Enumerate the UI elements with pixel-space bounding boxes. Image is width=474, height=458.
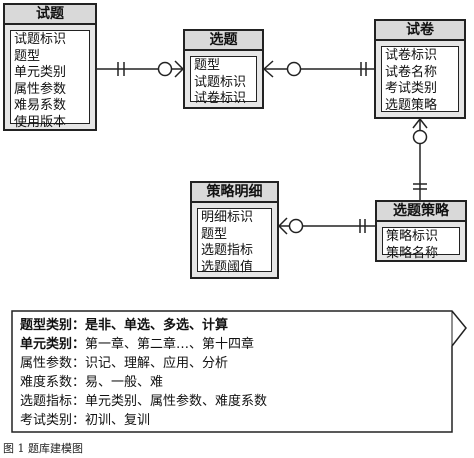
legend-value: 单元类别、属性参数、难度系数 <box>85 394 268 409</box>
attribute: 单元类别 <box>14 65 67 80</box>
attribute: 策略名称 <box>386 245 439 261</box>
attribute: 考试类别 <box>385 81 438 96</box>
legend-row: 题型类别：是非、单选、多选、计算 <box>20 316 267 335</box>
attribute: 属性参数 <box>14 81 67 97</box>
legend-value: 第一章、第二章…、第十四章 <box>85 337 255 352</box>
attribute: 选题策略 <box>385 97 438 113</box>
attribute: 选题指标 <box>201 243 254 258</box>
entity-shiti: 试题 试题标识 题型 单元类别 属性参数 难易系数 使用版本 <box>3 3 97 131</box>
entity-title: 选题策略 <box>375 200 467 222</box>
legend-key: 考试类别： <box>20 413 86 428</box>
legend-row: 选题指标：单元类别、属性参数、难度系数 <box>20 392 267 411</box>
legend-value: 识记、理解、应用、分析 <box>85 356 229 371</box>
legend-row: 属性参数：识记、理解、应用、分析 <box>20 354 267 373</box>
legend-row: 难度系数：易、一般、难 <box>20 373 267 392</box>
attribute-list: 明细标识 题型 选题指标 选题阈值 <box>197 208 272 275</box>
legend-value: 易、一般、难 <box>85 375 164 390</box>
attribute-list: 试卷标识 试卷名称 考试类别 选题策略 <box>381 46 459 113</box>
legend-value: 是非、单选、多选、计算 <box>85 318 229 333</box>
attribute-list: 策略标识 策略名称 <box>382 227 460 261</box>
attribute: 试题标识 <box>194 74 247 90</box>
legend-key: 难度系数： <box>20 375 86 390</box>
attribute: 明细标识 <box>201 210 254 225</box>
legend-key: 题型类别： <box>20 318 86 333</box>
attribute: 题型 <box>14 48 41 64</box>
entity-shijuan: 试卷 试卷标识 试卷名称 考试类别 选题策略 <box>374 19 466 119</box>
legend-key: 属性参数： <box>20 356 86 371</box>
figure-caption: 图 1 题库建模图 <box>3 442 83 455</box>
attribute: 选题阈值 <box>201 259 254 275</box>
legend-row: 考试类别：初训、复训 <box>20 411 267 430</box>
legend-key: 选题指标： <box>20 394 86 409</box>
entity-xuanti: 选题 题型 试题标识 试卷标识 <box>183 29 264 109</box>
entity-title: 策略明细 <box>190 181 279 203</box>
legend-row: 单元类别：第一章、第二章…、第十四章 <box>20 335 267 354</box>
legend-value: 初训、复训 <box>85 413 151 428</box>
attribute: 题型 <box>201 226 228 242</box>
attribute: 试题标识 <box>14 32 67 47</box>
legend: 题型类别：是非、单选、多选、计算 单元类别：第一章、第二章…、第十四章 属性参数… <box>20 316 267 430</box>
entity-title: 选题 <box>183 29 264 51</box>
entity-xuanti-celue: 选题策略 策略标识 策略名称 <box>375 200 467 262</box>
attribute: 试卷标识 <box>385 48 438 63</box>
attribute: 试卷标识 <box>194 91 247 106</box>
attribute: 题型 <box>194 58 221 73</box>
entity-title: 试题 <box>3 3 97 25</box>
entity-title: 试卷 <box>374 19 466 41</box>
attribute-list: 试题标识 题型 单元类别 属性参数 难易系数 使用版本 <box>10 30 90 130</box>
entity-celue-mingxi: 策略明细 明细标识 题型 选题指标 选题阈值 <box>190 181 279 279</box>
attribute: 难易系数 <box>14 98 67 113</box>
attribute-list: 题型 试题标识 试卷标识 <box>190 56 257 106</box>
attribute: 使用版本 <box>14 114 67 130</box>
attribute: 策略标识 <box>386 229 439 244</box>
attribute: 试卷名称 <box>385 64 438 80</box>
legend-key: 单元类别： <box>20 337 86 352</box>
